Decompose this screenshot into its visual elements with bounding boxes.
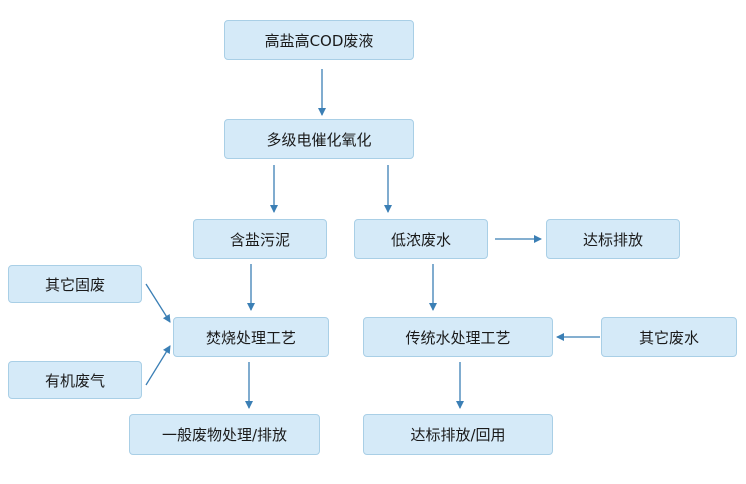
node-general-waste-treatment: 一般废物处理/排放 <box>129 414 320 455</box>
arrow-waste-gas-to-incineration <box>145 345 171 386</box>
node-low-concentration-wastewater: 低浓废水 <box>354 219 488 259</box>
node-traditional-water-treatment: 传统水处理工艺 <box>363 317 553 357</box>
node-discharge-to-standard: 达标排放 <box>546 219 680 259</box>
node-discharge-reuse: 达标排放/回用 <box>363 414 553 455</box>
node-other-solid-waste: 其它固废 <box>8 265 142 303</box>
node-multistage-electrocatalytic-oxidation: 多级电催化氧化 <box>224 119 414 159</box>
node-organic-waste-gas: 有机废气 <box>8 361 142 399</box>
node-other-wastewater: 其它废水 <box>601 317 737 357</box>
node-salty-sludge: 含盐污泥 <box>193 219 327 259</box>
node-incineration-process: 焚烧处理工艺 <box>173 317 329 357</box>
node-high-salt-cod-wastewater: 高盐高COD废液 <box>224 20 414 60</box>
arrow-solid-waste-to-incineration <box>145 283 171 323</box>
